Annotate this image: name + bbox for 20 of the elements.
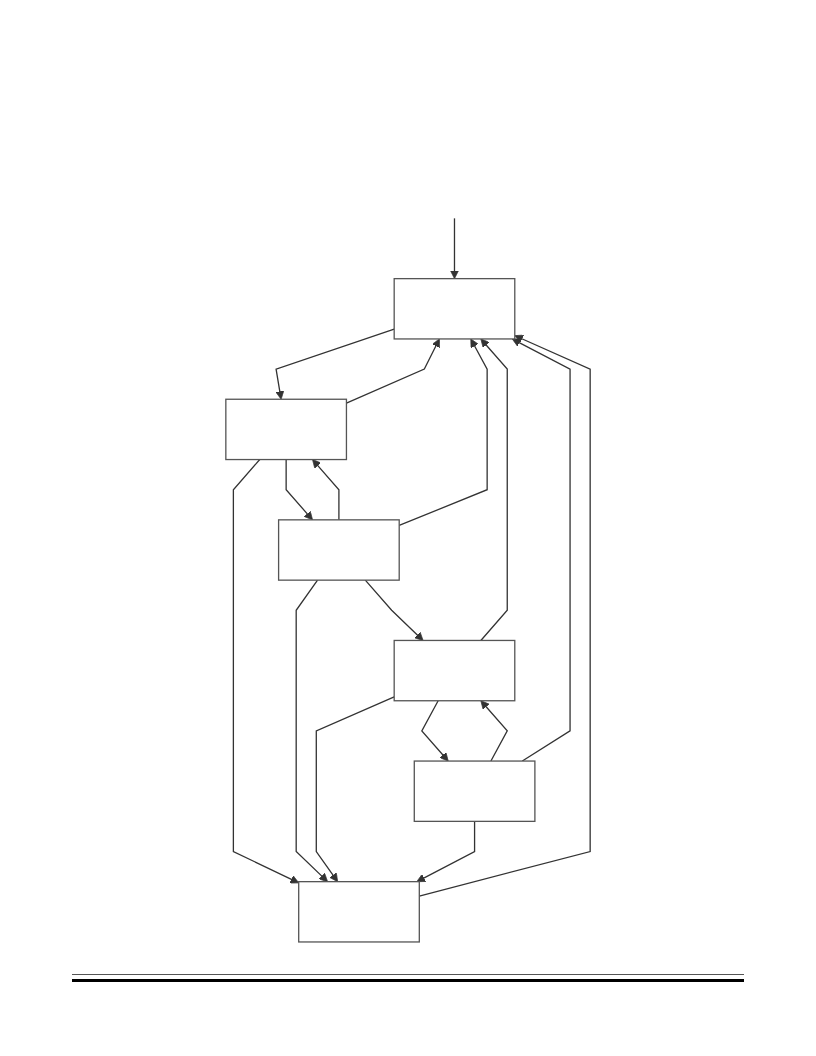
node-box (393, 639, 516, 702)
arrow (421, 700, 449, 762)
arrow (416, 820, 476, 883)
arrow (511, 338, 571, 762)
node-box (393, 278, 516, 340)
arrow (480, 338, 508, 642)
arrow (418, 334, 591, 897)
node-box (225, 398, 348, 461)
arrow (480, 700, 509, 762)
arrow (450, 217, 459, 280)
node-box (298, 881, 420, 943)
arrow (364, 579, 424, 641)
arrow (275, 328, 395, 400)
arrow (312, 459, 340, 521)
arrow (295, 579, 328, 883)
node-box (277, 519, 400, 581)
arrow (315, 696, 395, 883)
arrow (285, 458, 313, 521)
arrow (232, 458, 300, 884)
node-box (413, 760, 536, 822)
